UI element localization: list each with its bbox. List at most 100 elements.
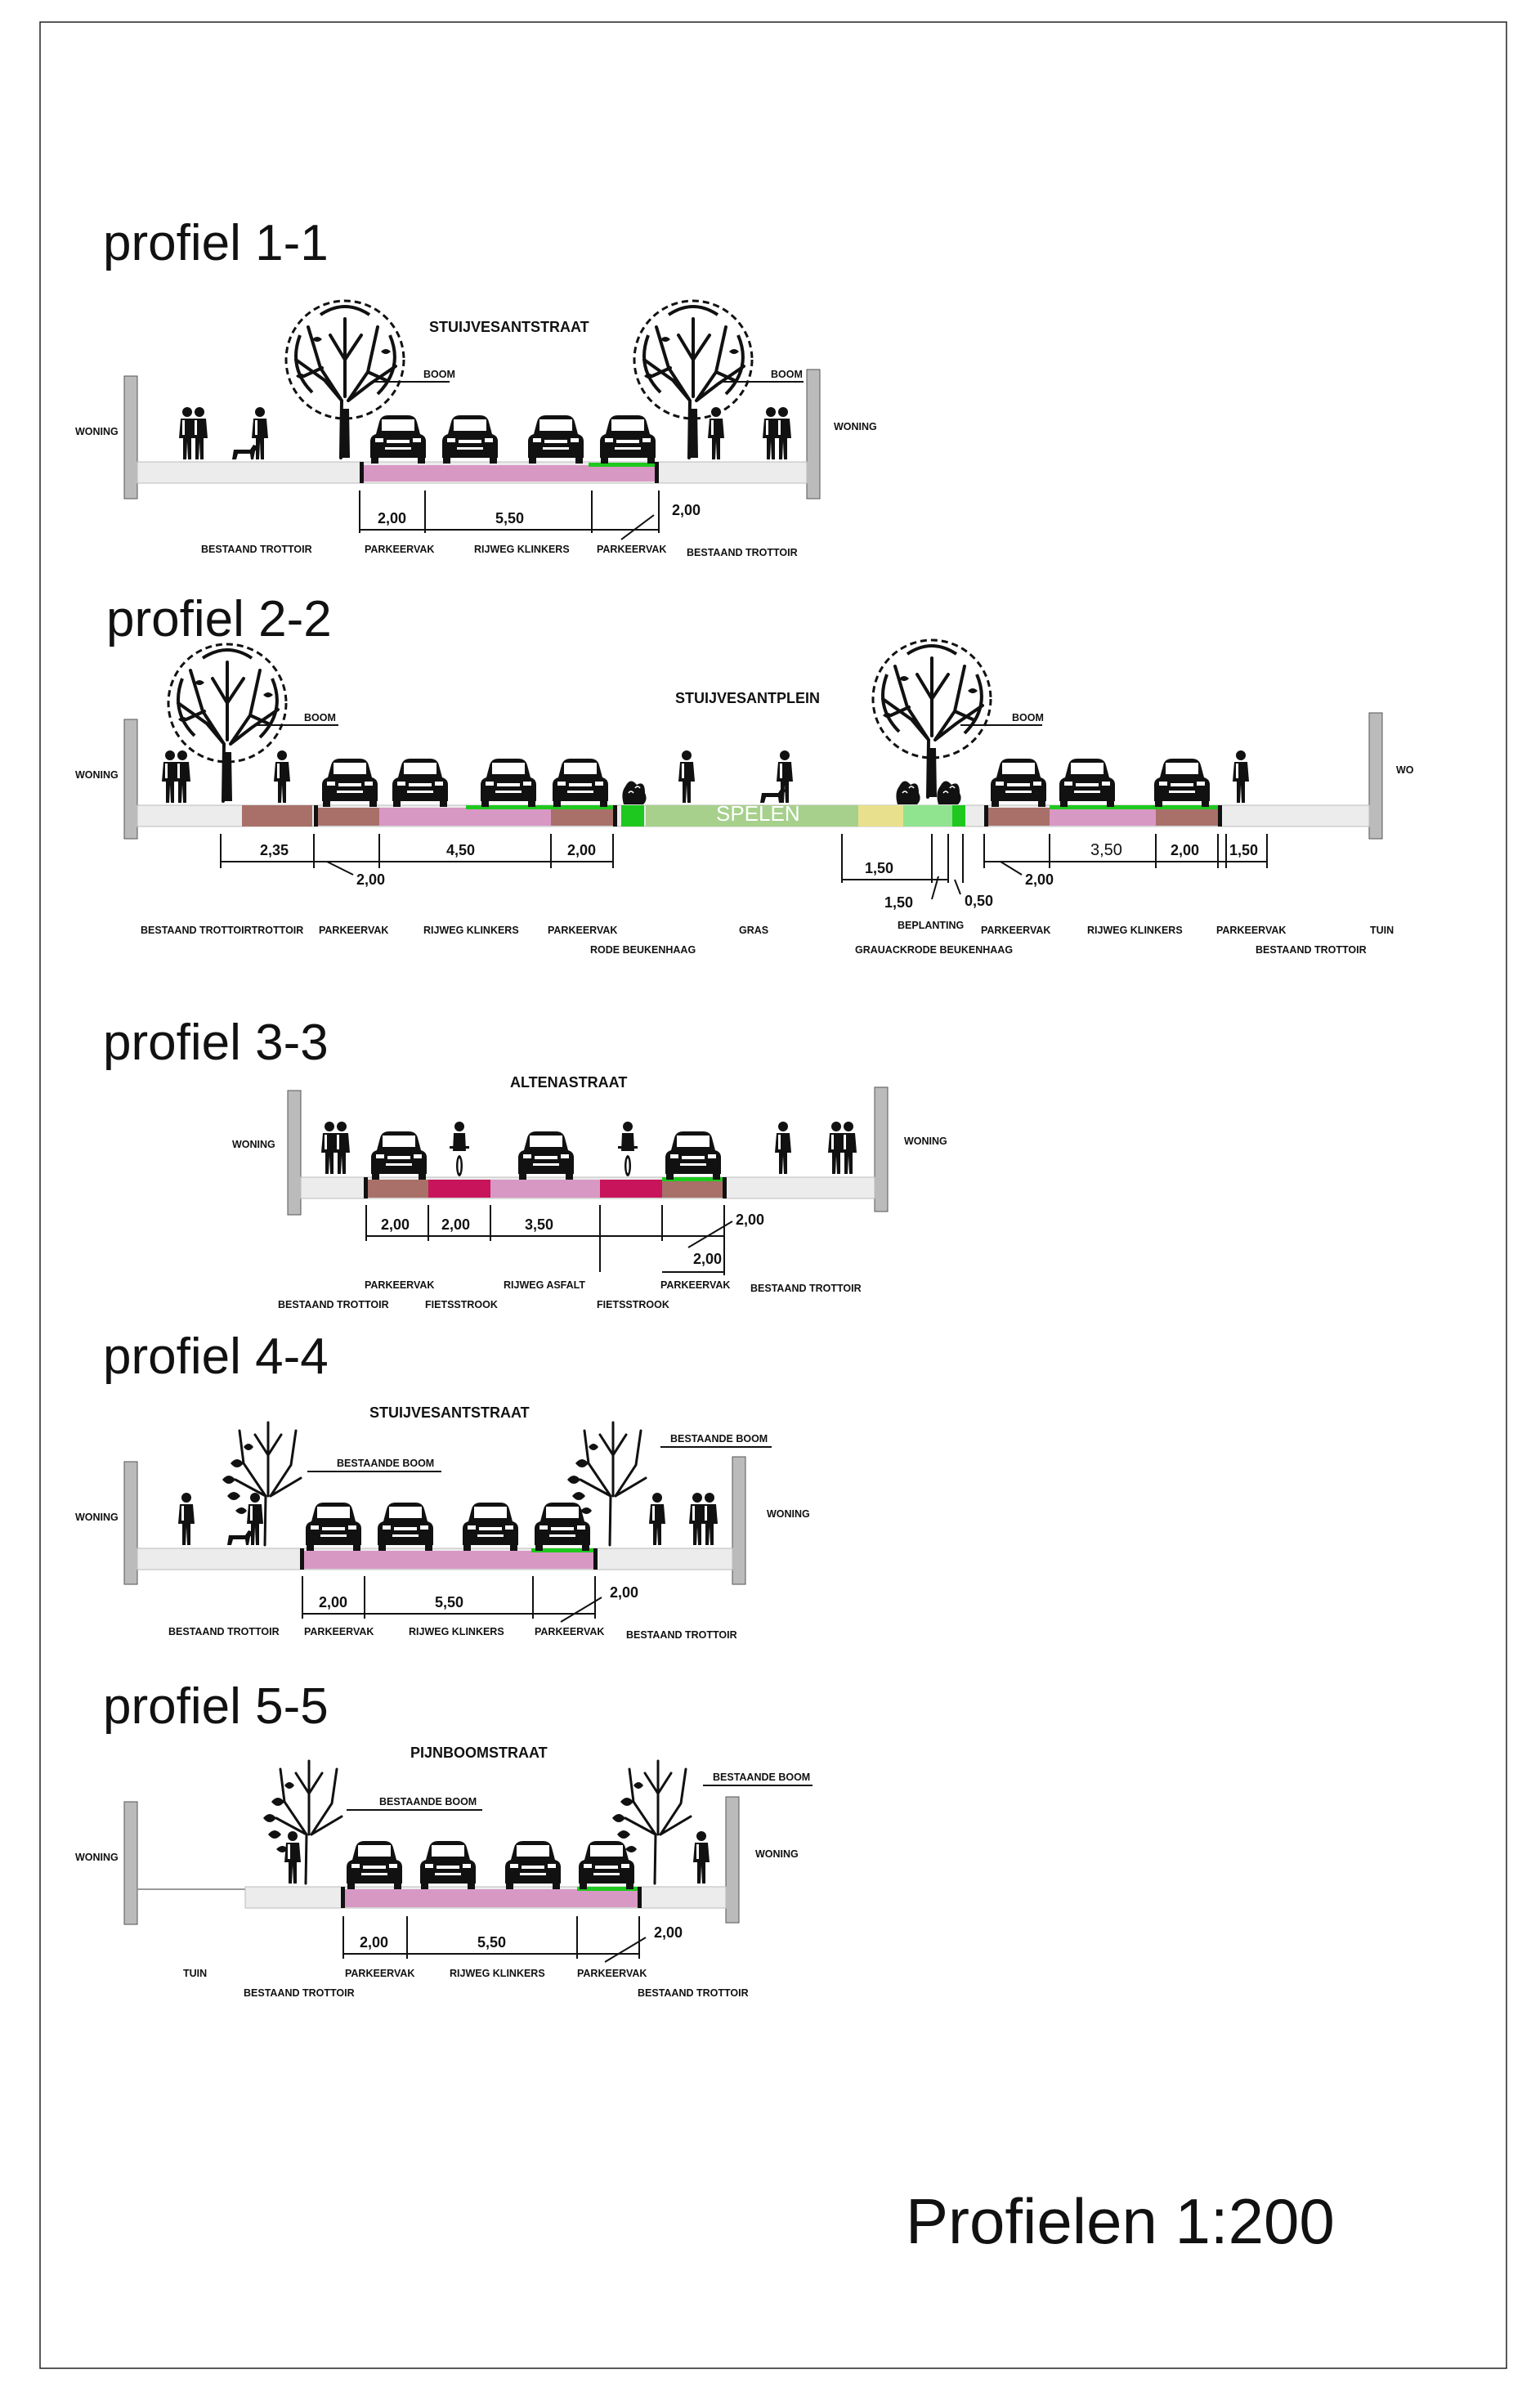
dimension: 5,50 [435,1594,463,1610]
car [518,1131,574,1180]
carriageway [362,465,656,482]
car [481,759,536,807]
dimension-lines [302,1576,602,1623]
carriageway [302,1551,595,1569]
pedestrian [284,1831,301,1884]
facade-left [123,375,138,499]
dimension: 2,00 [356,871,385,888]
play-area-label: SPELEN [716,801,800,826]
garden-line [137,1888,245,1890]
zone-label: PARKEERVAK [577,1968,647,1979]
street-name: STUIJVESANTPLEIN [675,690,820,706]
bike-lane [428,1180,490,1198]
facade-right [732,1456,746,1585]
tree-left [262,1759,343,1885]
side-label-right: WO [1396,764,1414,776]
curb [984,805,988,826]
carriageway [1050,808,1156,826]
side-label-right: WONING [834,421,877,432]
street-name: PIJNBOOMSTRAAT [410,1745,548,1761]
parking-zone [242,805,312,826]
sheet-border [39,21,1507,2369]
car [378,1503,433,1551]
carriageway [490,1180,600,1198]
dimension: 3,50 [525,1216,553,1233]
facade-left [123,1801,138,1925]
pedestrians [321,1122,350,1174]
car [322,759,378,807]
zone-label: BESTAAND TROTTOIR [201,544,312,555]
pedestrian [649,1493,665,1545]
car [600,415,656,464]
parking-zone [987,808,1050,826]
dimension: 2,00 [736,1212,764,1228]
car [392,759,448,807]
parking-zone [317,808,379,826]
zone-label: RIJWEG ASFALT [504,1279,585,1291]
zone-label: BESTAAND TROTTOIR [687,547,798,558]
profile-3-3: profiel 3-3 ALTENASTRAAT WONING WONING [103,1015,947,1310]
tree-left [221,1421,302,1547]
car [347,1841,402,1889]
pedestrian [274,750,290,803]
dimension: 2,00 [1025,871,1054,888]
dimension: 2,35 [260,842,289,858]
zone-label: RIJWEG KLINKERS [450,1968,545,1979]
zone-label: PARKEERVAK [345,1968,414,1979]
carriageway [379,808,551,826]
dimension-lines [365,1205,733,1275]
dimension: 2,00 [672,502,701,518]
side-label-left: WONING [75,769,119,781]
green-strip [1050,805,1218,809]
green-strip [662,1177,724,1181]
zone-label: PARKEERVAK [597,544,666,555]
zone-label: FIETSSTROOK [425,1299,498,1310]
tree-label-left: BESTAANDE BOOM [379,1796,477,1807]
zone-label: BESTAAND TROTTOIR [168,1626,280,1637]
pedestrians [689,1493,718,1545]
profile-2-2: profiel 2-2 STUIJVESANTPLEIN WONING WO S… [75,591,1414,956]
dimension: 2,00 [654,1924,683,1941]
side-label-left: WONING [75,426,119,437]
parking-zone [366,1180,428,1198]
car [665,1131,721,1180]
curb [638,1887,642,1908]
curb [341,1887,345,1908]
zone-label: BEPLANTING [898,920,964,931]
zone-label: TUIN [1370,925,1394,936]
hedge [621,780,647,805]
facade-left [123,1461,138,1585]
dimension: 2,00 [378,510,406,526]
car [553,759,608,807]
car [1154,759,1210,807]
car [1059,759,1115,807]
car [371,1131,427,1180]
dimension: 2,00 [319,1594,347,1610]
curb [613,805,617,826]
zone-label: PARKEERVAK [1216,925,1286,936]
street-name: STUIJVESANTSTRAAT [429,319,589,335]
zone-label: BESTAAND TROTTOIR [278,1299,389,1310]
facade-right [1368,712,1383,840]
pedestrians [179,407,208,459]
tree-label-right: BOOM [1012,712,1044,723]
tree-label-right: BOOM [771,369,803,380]
dimension: 1,50 [884,894,913,911]
hedge [936,780,962,805]
profile-title: profiel 5-5 [103,1678,329,1735]
car [420,1841,476,1889]
zone-label: PARKEERVAK [304,1626,374,1637]
tree-label-left: BOOM [423,369,455,380]
dimension: 2,00 [693,1251,722,1267]
green-strip [466,805,613,809]
zone-label: RIJWEG KLINKERS [474,544,570,555]
dimension: 5,50 [477,1934,506,1951]
dimension: 1,50 [865,860,893,876]
car [991,759,1046,807]
dimension: 2,00 [360,1934,388,1951]
facade-left [123,719,138,840]
zone-label: RIJWEG KLINKERS [423,925,519,936]
dimension-lines [342,1916,647,1963]
bike-lane [600,1180,662,1198]
